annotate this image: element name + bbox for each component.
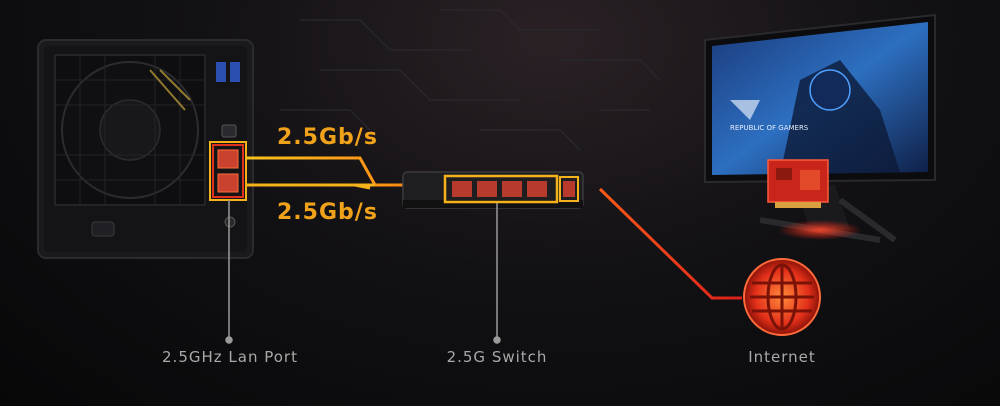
caption-nas: 2.5GHz Lan Port (162, 348, 298, 366)
speed-label-top: 2.5Gb/s (277, 125, 378, 150)
lan-ports (212, 144, 244, 198)
nas-port-highlight (209, 141, 247, 201)
usb-port (216, 62, 226, 82)
usb-port (230, 62, 240, 82)
monitor-device: REPUBLIC OF GAMERS (704, 13, 936, 243)
hdmi-port (221, 124, 237, 138)
internet-globe-icon (743, 258, 821, 336)
fan-grille (54, 54, 206, 206)
caption-switch: 2.5G Switch (446, 348, 548, 366)
caption-pointers (225, 200, 501, 344)
switch-device (402, 171, 584, 209)
nas-device (37, 39, 254, 259)
circuit-background (280, 9, 661, 151)
red-links (578, 187, 790, 300)
link-lines (246, 156, 405, 190)
speed-label-bottom: 2.5Gb/s (277, 200, 378, 225)
monitor-brand-text: REPUBLIC OF GAMERS (730, 124, 809, 132)
caption-internet: Internet (748, 348, 816, 366)
